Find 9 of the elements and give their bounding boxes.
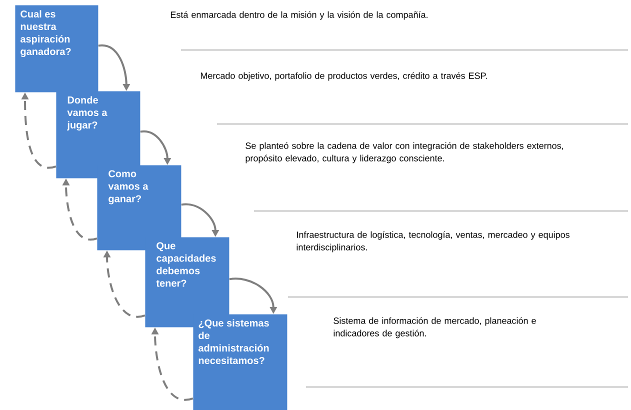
description-text: Sistema de información de mercado, planeación e indicadores de gestión. bbox=[334, 317, 536, 338]
description-text: Infraestructura de logística, tecnología, ventas, mercadeo y equipos interdisciplinarios. bbox=[296, 231, 570, 252]
question-box: Cual es nuestra aspiración ganadora? bbox=[15, 5, 98, 92]
question-box: ¿Que sistemas de administración necesitamos? bbox=[193, 314, 288, 410]
node-label: Donde vamos a jugar? bbox=[67, 96, 108, 131]
description-text: Está enmarcada dentro de la misión y la visión de la compañía. bbox=[170, 11, 428, 20]
description-text: Se planteó sobre la cadena de valor con integración de stakeholders externos, propósito elevado, cultura y liderazgo consciente. bbox=[246, 142, 564, 164]
node-label: Cual es nuestra aspiración ganadora? bbox=[20, 10, 71, 58]
description-text: Mercado objetivo, portafolio de productos verdes, crédito a través ESP. bbox=[200, 72, 487, 81]
